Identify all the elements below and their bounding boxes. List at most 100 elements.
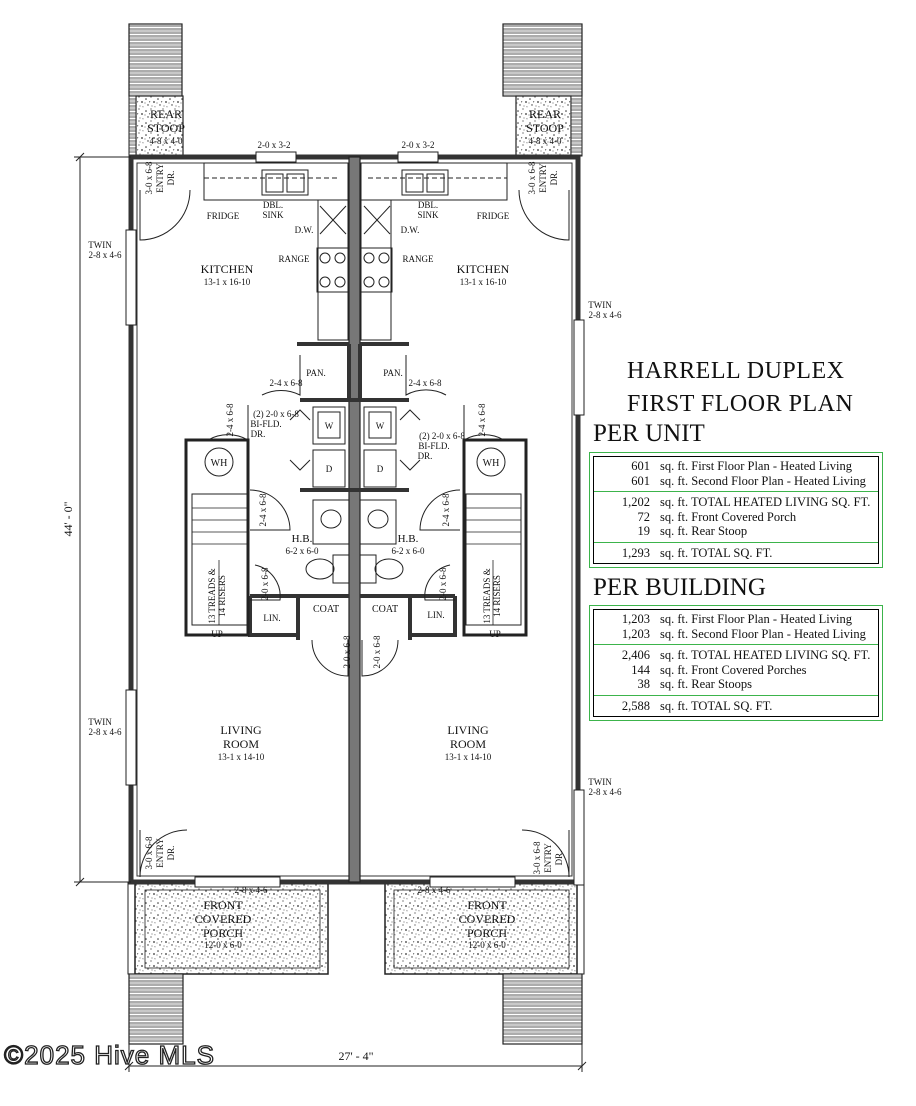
divider — [594, 644, 878, 645]
fridge-right: FRIDGE — [477, 211, 510, 221]
dryer-left: D — [326, 464, 333, 474]
interior-walls — [248, 342, 457, 640]
table-row: 1,293 sq. ft. TOTAL SQ. FT. — [594, 546, 878, 561]
bifold-right-2: BI-FLD. — [418, 441, 449, 451]
dimension-lines — [74, 152, 587, 1072]
area-value: 1,203 — [621, 612, 650, 626]
rear-stoop-label-right: REAR — [529, 107, 561, 121]
area-value: 1,202 — [621, 495, 650, 509]
dbl-sink-right-2: SINK — [417, 210, 439, 220]
area-description: sq. ft. TOTAL SQ. FT. — [660, 545, 773, 560]
bifold-right-1: (2) 2-0 x 6-8 — [419, 431, 465, 441]
front-steps-right — [502, 973, 583, 1045]
porch-label-right-1: FRONT — [467, 898, 507, 912]
area-value: 19 — [637, 524, 651, 538]
dw-right: D.W. — [401, 225, 420, 235]
lin-left: LIN. — [263, 613, 280, 623]
area-description: sq. ft. Second Floor Plan - Heated Livin… — [660, 473, 866, 488]
area-value: 2,588 — [621, 698, 650, 713]
rear-steps-left — [128, 23, 183, 97]
entry-2-front-right: DR. — [554, 851, 564, 866]
twin-window-1-size: 2-8 x 4-6 — [89, 250, 122, 260]
twin-window-2: TWIN — [588, 300, 612, 310]
living-label-right: LIVING — [447, 723, 489, 737]
entry-1-front-right: ENTRY — [543, 843, 553, 873]
table-row: 601 sq. ft. Second Floor Plan - Heated Li… — [594, 474, 878, 489]
rear-stoop-label-right-2: STOOP — [526, 121, 564, 135]
lin-door-left: 2-0 x 6-8 — [260, 567, 270, 600]
bifold-right-3: DR. — [418, 451, 433, 461]
porch-label-right-3: PORCH — [467, 926, 507, 940]
twin-window-3: TWIN — [88, 717, 112, 727]
porch-size-right: 12-0 x 6-0 — [468, 940, 506, 950]
up-right: UP — [489, 629, 501, 639]
kitchen-counters — [203, 162, 508, 341]
area-value: 1,293 — [621, 545, 650, 560]
rotated-labels: 44' - 0" 3-0 x 6-8 ENTRY DR. 3-0 x 6-8 E… — [61, 161, 564, 874]
area-value: 72 — [637, 509, 651, 524]
area-value: 601 — [631, 473, 650, 488]
area-value: 601 — [631, 459, 650, 473]
plan-title: HARRELL DUPLEX — [627, 358, 845, 384]
range-right: RANGE — [403, 254, 435, 264]
entry-2-front-left: DR. — [166, 846, 176, 861]
area-value: 38 — [637, 677, 651, 691]
dbl-sink-left: DBL. — [263, 200, 283, 210]
coat-right: COAT — [372, 604, 398, 615]
porch-window-left: 2-8 x 4-6 — [235, 885, 268, 895]
kitchen-size-right: 13-1 x 16-10 — [460, 277, 507, 287]
kitchen-size-left: 13-1 x 16-10 — [204, 277, 251, 287]
area-description: sq. ft. TOTAL HEATED LIVING SQ. FT. — [660, 648, 871, 662]
area-value: 144 — [631, 662, 650, 677]
dryer-right: D — [377, 464, 384, 474]
coat-door-left: 2-0 x 6-8 — [342, 635, 352, 668]
lin-door-right: 2-0 x 6-8 — [438, 567, 448, 600]
entry-2-rear-right: DR. — [549, 171, 559, 186]
fridge-left: FRIDGE — [207, 211, 240, 221]
hb-left: H.B. — [292, 533, 313, 545]
kitchen-label-right: KITCHEN — [457, 262, 510, 276]
area-description: sq. ft. Front Covered Porches — [660, 662, 807, 677]
washer-left: W — [325, 421, 334, 431]
stair-risers-right: 14 RISERS — [492, 575, 502, 617]
hb-right: H.B. — [398, 533, 419, 545]
kitchen-window-left: 2-0 x 3-2 — [258, 140, 291, 150]
area-description: sq. ft. TOTAL SQ. FT. — [660, 698, 773, 713]
depth-dimension: 44' - 0" — [61, 501, 75, 536]
coat-door-right: 2-0 x 6-8 — [372, 635, 382, 668]
porch-window-right: 2-8 x 4-6 — [418, 885, 451, 895]
entry-1-rear-left: ENTRY — [155, 163, 165, 193]
rear-stoop-size-right: 4-8 x 4-0 — [529, 136, 562, 146]
per-unit-heading: PER UNIT — [593, 420, 705, 447]
water-heaters — [204, 447, 506, 477]
entry-size-rear-right: 3-0 x 6-8 — [527, 161, 537, 194]
bifold-left-2: BI-FLD. — [250, 419, 281, 429]
porch-label-left-1: FRONT — [203, 898, 243, 912]
table-row: 144 sq. ft. Front Covered Porches — [594, 663, 878, 678]
rear-steps-right — [502, 23, 583, 97]
porch-label-left-3: PORCH — [203, 926, 243, 940]
ranges — [316, 205, 393, 293]
entry-size-front-left: 3-0 x 6-8 — [144, 836, 154, 869]
living-label-left: LIVING — [220, 723, 262, 737]
area-description: sq. ft. Rear Stoops — [660, 677, 753, 691]
living-label-right-2: ROOM — [450, 737, 486, 751]
twin-window-2-size: 2-8 x 4-6 — [589, 310, 622, 320]
stair-treads-right: 13 TREADS & — [482, 568, 492, 623]
width-dimension: 27' - 4" — [338, 1049, 373, 1063]
range-left: RANGE — [279, 254, 311, 264]
per-building-heading: PER BUILDING — [593, 574, 766, 601]
area-description: sq. ft. Front Covered Porch — [660, 509, 797, 524]
stair-risers-left: 14 RISERS — [217, 575, 227, 617]
area-description: sq. ft. Second Floor Plan - Heated Livin… — [660, 626, 866, 641]
twin-window-1: TWIN — [88, 240, 112, 250]
up-left: UP — [211, 629, 223, 639]
kitchen-sinks — [261, 169, 449, 196]
hb-size-right: 6-2 x 6-0 — [392, 546, 425, 556]
